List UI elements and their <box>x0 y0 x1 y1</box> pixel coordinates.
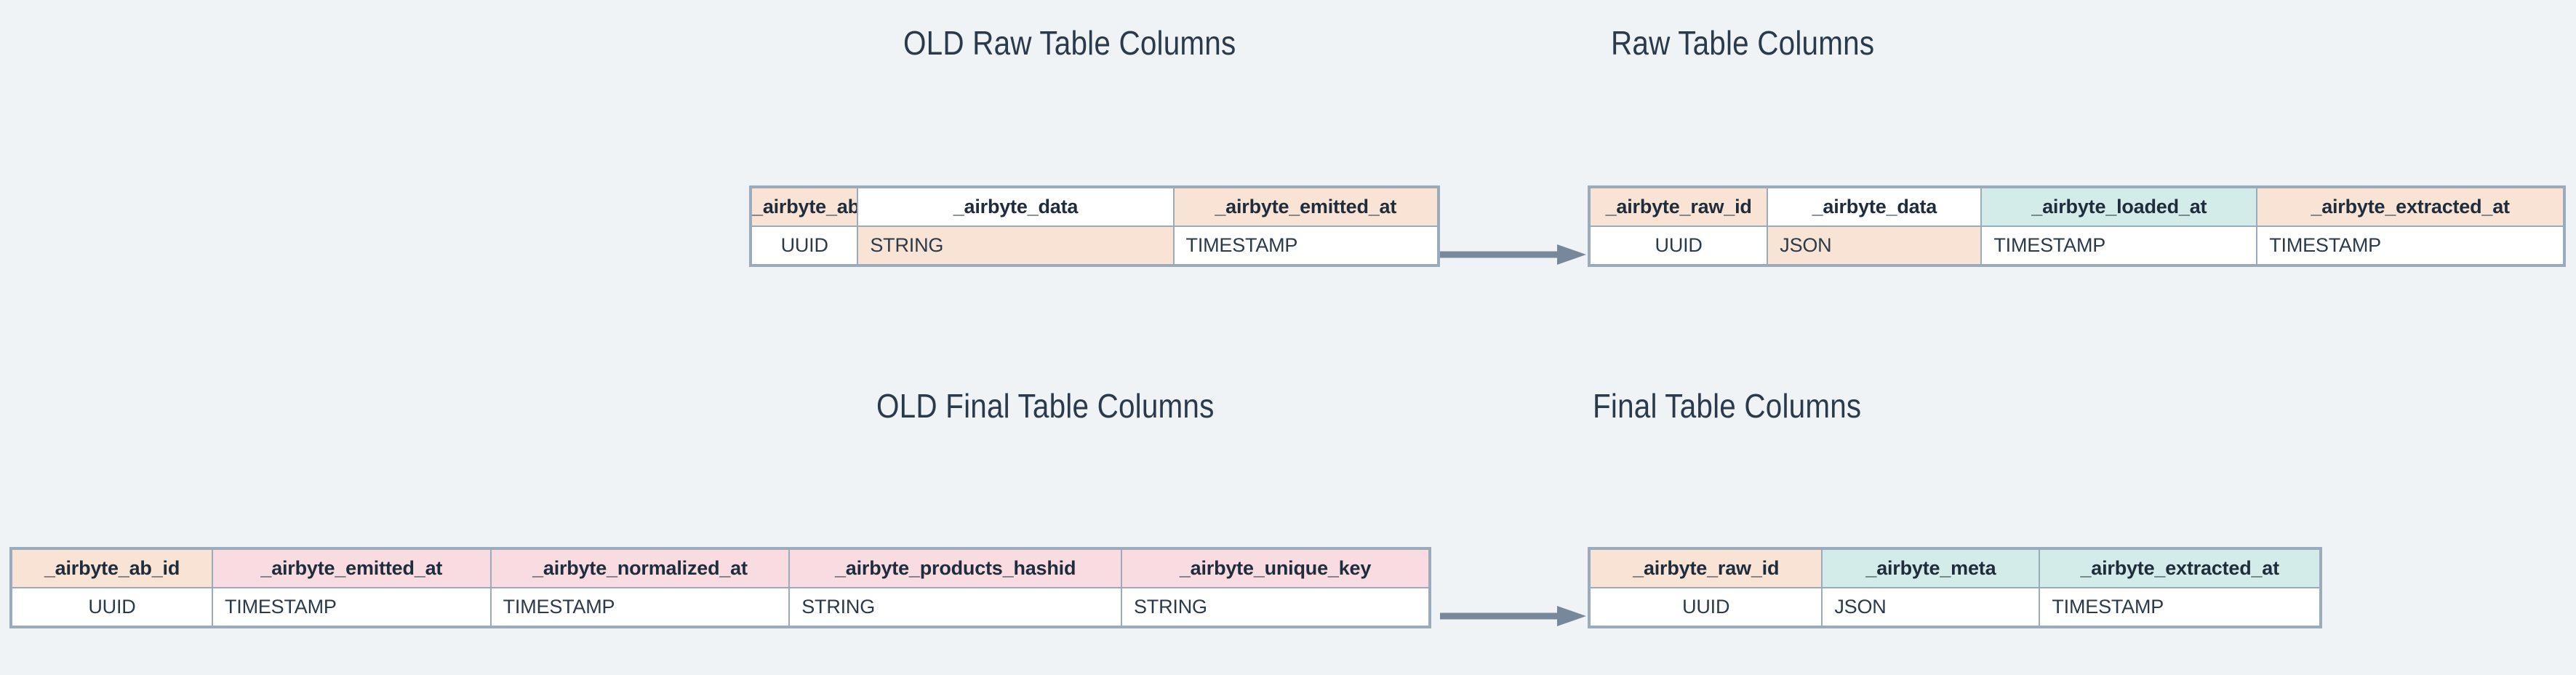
column-header-airbyte-loaded-at: _airbyte_loaded_at <box>1980 186 2258 227</box>
table-header-row: _airbyte_ab_id_airbyte_emitted_at_airbyt… <box>10 548 1431 588</box>
page-title-raw-table: Raw Table Columns <box>1611 24 1875 62</box>
table-header-final: _airbyte_raw_id_airbyte_meta_airbyte_ext… <box>1588 548 2321 588</box>
arrow-right-icon-final-migration <box>1439 602 1588 631</box>
column-header-airbyte-raw-id: _airbyte_raw_id <box>1588 548 1823 588</box>
table-header-raw: _airbyte_raw_id_airbyte_data_airbyte_loa… <box>1588 186 2565 227</box>
column-header-airbyte-normalized-at: _airbyte_normalized_at <box>489 548 791 588</box>
page-title-old-raw-table: OLD Raw Table Columns <box>903 24 1236 62</box>
table-header-row: _airbyte_raw_id_airbyte_meta_airbyte_ext… <box>1588 548 2321 588</box>
column-type-airbyte-raw-id: UUID <box>1588 225 1769 266</box>
column-header-airbyte-meta: _airbyte_meta <box>1821 548 2041 588</box>
column-header-airbyte-products-hashid: _airbyte_products_hashid <box>788 548 1122 588</box>
table-raw-columns: _airbyte_raw_id_airbyte_data_airbyte_loa… <box>1588 185 2566 267</box>
column-header-airbyte-emitted-at: _airbyte_emitted_at <box>211 548 492 588</box>
column-type-airbyte-normalized-at: TIMESTAMP <box>489 587 791 628</box>
column-type-airbyte-emitted-at: TIMESTAMP <box>211 587 492 628</box>
column-header-airbyte-unique-key: _airbyte_unique_key <box>1121 548 1431 588</box>
column-header-airbyte-emitted-at: _airbyte_emitted_at <box>1172 186 1440 227</box>
column-type-airbyte-emitted-at: TIMESTAMP <box>1172 225 1440 266</box>
column-type-airbyte-meta: JSON <box>1821 587 2041 628</box>
table-header-row: _airbyte_ab_id_airbyte_data_airbyte_emit… <box>749 186 1440 227</box>
table-header-row: _airbyte_raw_id_airbyte_data_airbyte_loa… <box>1588 186 2565 227</box>
column-header-airbyte-data: _airbyte_data <box>1767 186 1983 227</box>
table-header-old-final: _airbyte_ab_id_airbyte_emitted_at_airbyt… <box>10 548 1431 588</box>
table-final-columns: _airbyte_raw_id_airbyte_meta_airbyte_ext… <box>1588 547 2322 628</box>
column-type-airbyte-loaded-at: TIMESTAMP <box>1980 225 2258 266</box>
column-type-airbyte-unique-key: STRING <box>1121 587 1431 628</box>
column-header-airbyte-extracted-at: _airbyte_extracted_at <box>2256 186 2565 227</box>
column-header-airbyte-data: _airbyte_data <box>857 186 1175 227</box>
column-type-airbyte-extracted-at: TIMESTAMP <box>2039 587 2321 628</box>
column-header-airbyte-extracted-at: _airbyte_extracted_at <box>2039 548 2321 588</box>
column-type-airbyte-raw-id: UUID <box>1588 587 1823 628</box>
column-type-airbyte-ab-id: UUID <box>749 225 859 266</box>
column-type-airbyte-products-hashid: STRING <box>788 587 1122 628</box>
column-header-airbyte-ab-id: _airbyte_ab_id <box>749 186 859 227</box>
page-title-old-final-table: OLD Final Table Columns <box>876 387 1215 425</box>
column-type-airbyte-extracted-at: TIMESTAMP <box>2256 225 2565 266</box>
page-title-final-table: Final Table Columns <box>1593 387 1862 425</box>
table-header-old-raw: _airbyte_ab_id_airbyte_data_airbyte_emit… <box>749 186 1440 227</box>
column-header-airbyte-ab-id: _airbyte_ab_id <box>10 548 213 588</box>
table-old-final-columns: _airbyte_ab_id_airbyte_emitted_at_airbyt… <box>9 547 1431 628</box>
column-type-airbyte-ab-id: UUID <box>10 587 213 628</box>
arrow-right-icon-raw-migration <box>1439 240 1588 269</box>
column-type-airbyte-data: JSON <box>1767 225 1983 266</box>
column-header-airbyte-raw-id: _airbyte_raw_id <box>1588 186 1769 227</box>
column-type-airbyte-data: STRING <box>857 225 1175 266</box>
table-old-raw-columns: _airbyte_ab_id_airbyte_data_airbyte_emit… <box>749 185 1440 267</box>
